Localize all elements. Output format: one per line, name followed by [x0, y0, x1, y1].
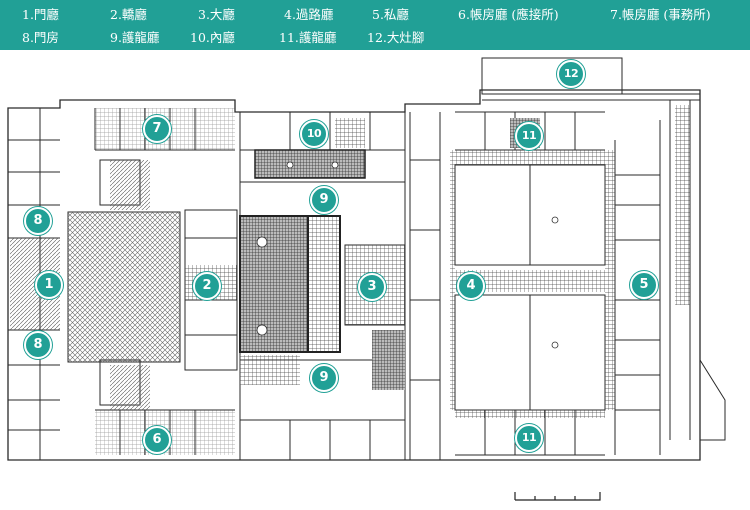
legend-item-7: 7.帳房廳 (事務所) [610, 7, 711, 22]
marker-2: 2 [193, 272, 221, 300]
legend-item-2: 2.轎廳 [110, 7, 147, 22]
marker-6: 6 [143, 426, 171, 454]
legend-item-9: 9.護龍廳 [110, 30, 160, 45]
marker-9-bottom: 9 [310, 364, 338, 392]
marker-5: 5 [630, 271, 658, 299]
marker-9-top: 9 [310, 186, 338, 214]
legend-item-5: 5.私廳 [372, 7, 409, 22]
legend-bar: 1.門廳 2.轎廳 3.大廳 4.過路廳 5.私廳 6.帳房廳 (應接所) 7.… [0, 0, 750, 50]
marker-12: 12 [557, 60, 585, 88]
scale-bar-icon [514, 492, 601, 501]
marker-1: 1 [35, 271, 63, 299]
marker-11-bottom: 11 [515, 424, 543, 452]
legend-item-12: 12.大灶腳 [367, 30, 425, 45]
floor-plan [7, 57, 726, 501]
legend-item-4: 4.過路廳 [284, 7, 334, 22]
legend-item-10: 10.內廳 [190, 30, 235, 45]
marker-10: 10 [300, 120, 328, 148]
marker-8-bottom: 8 [24, 331, 52, 359]
marker-11-top: 11 [515, 122, 543, 150]
marker-4: 4 [457, 272, 485, 300]
legend-item-3: 3.大廳 [198, 7, 235, 22]
legend-item-8: 8.門房 [22, 30, 59, 45]
legend-item-11: 11.護龍廳 [279, 30, 337, 45]
marker-8-top: 8 [24, 207, 52, 235]
marker-3: 3 [358, 273, 386, 301]
legend-item-1: 1.門廳 [22, 7, 59, 22]
legend-item-6: 6.帳房廳 (應接所) [458, 7, 559, 22]
marker-7: 7 [143, 115, 171, 143]
